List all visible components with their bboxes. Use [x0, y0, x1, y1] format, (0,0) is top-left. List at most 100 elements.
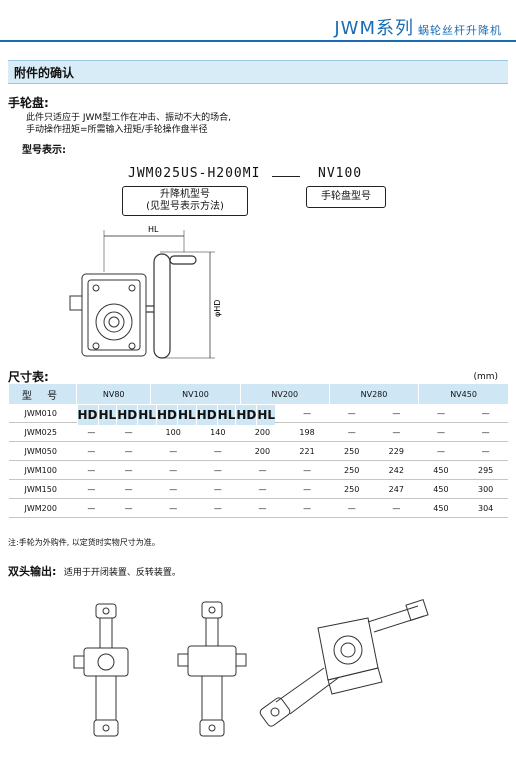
handwheel-heading: 手轮盘: [8, 96, 49, 110]
table-cell: — [463, 422, 508, 442]
model-code-right: NV100 [318, 166, 363, 181]
table-cell: — [195, 460, 241, 480]
table-cell: — [284, 460, 330, 480]
table-cell: — [106, 422, 151, 442]
table-cell: 242 [374, 460, 419, 480]
section-band-title: 附件的确认 [14, 66, 75, 80]
table-cell-model: JWM100 [8, 460, 77, 480]
table-cell: 229 [374, 441, 419, 461]
dim-hd-label: φHD [213, 300, 222, 317]
table-cell: 450 [418, 498, 464, 518]
table-cell: — [418, 404, 464, 423]
table-cell-model: JWM200 [8, 498, 77, 518]
table-cell: 250 [329, 460, 374, 480]
model-box-right: 手轮盘型号 [306, 186, 386, 208]
double-output-drawing-front [73, 603, 129, 737]
table-subheader: HD [76, 404, 99, 425]
table-cell: 450 [418, 479, 464, 499]
table-cell: 200 [240, 441, 285, 461]
table-cell: 304 [463, 498, 508, 518]
table-cell: — [240, 498, 285, 518]
table-subheader: HD [235, 404, 257, 425]
table-cell: — [418, 441, 464, 461]
table-subheader: HD [195, 404, 218, 425]
table-cell: 295 [463, 460, 508, 480]
table-cell: — [463, 441, 508, 461]
table-cell: — [106, 498, 151, 518]
table-cell: — [329, 404, 374, 423]
table-header-group: NV280 [328, 384, 419, 404]
table-cell: 300 [463, 479, 508, 499]
table-header-group: NV100 [150, 384, 241, 404]
table-cell: 250 [329, 479, 374, 499]
double-output-drawing-iso [259, 598, 429, 727]
table-header-sub: HD HL HD HL HD HL HD HL HD HL [76, 404, 276, 425]
header-rule [0, 40, 516, 42]
model-box-left-line2: (见型号表示方法) [146, 201, 224, 212]
table-cell: 100 [150, 422, 196, 442]
table-cell: — [150, 460, 196, 480]
table-cell-model: JWM010 [8, 404, 77, 423]
double-output-line: 双头输出: 适用于开闭装置、反转装置。 [8, 563, 181, 579]
table-cell: — [240, 460, 285, 480]
dimensions-heading: 尺寸表: [8, 370, 49, 384]
dimension-table: 型 号 NV80 NV100 NV200 NV280 NV450 HD HL H… [8, 384, 508, 518]
model-code-left: JWM025US-H200MI [128, 166, 261, 181]
table-cell: — [150, 479, 196, 499]
table-cell: — [463, 404, 508, 423]
table-header-group: NV80 [75, 384, 151, 404]
table-cell: — [76, 460, 107, 480]
double-output-heading: 双头输出: [8, 565, 57, 578]
table-cell: — [106, 479, 151, 499]
dim-hd: φHD [160, 251, 222, 359]
table-cell: — [106, 441, 151, 461]
table-header-group: NV450 [418, 384, 508, 404]
table-cell: — [76, 498, 107, 518]
table-cell: 140 [195, 422, 241, 442]
table-note: 注:手轮为外购件, 以定货时实物尺寸为准。 [8, 538, 160, 547]
table-subheader: HL [176, 404, 197, 425]
table-cell: — [195, 498, 241, 518]
table-header-groups: 型 号 NV80 NV100 NV200 NV280 NV450 [8, 384, 508, 404]
table-cell: — [76, 441, 107, 461]
double-output-text: 适用于开闭装置、反转装置。 [63, 568, 181, 578]
header-subtitle: 蜗轮丝杆升降机 [418, 24, 502, 37]
table-cell: — [329, 422, 374, 442]
dim-hl-label: HL [148, 225, 159, 234]
table-cell: — [76, 479, 107, 499]
table-cell: — [106, 460, 151, 480]
table-subheader: HL [216, 404, 236, 425]
gearbox-body [69, 273, 147, 357]
table-cell: — [76, 422, 107, 442]
table-cell: — [195, 479, 241, 499]
table-cell: 247 [374, 479, 419, 499]
header-title: JWM系列蜗轮丝杆升降机 [334, 18, 502, 39]
table-cell: — [329, 498, 374, 518]
handwheel-para-2: 手动操作扭矩=所需输入扭矩/手轮操作盘半径 [26, 125, 208, 135]
table-cell: 250 [329, 441, 374, 461]
dimensions-unit: (mm) [473, 372, 498, 382]
table-cell: — [374, 498, 419, 518]
handwheel-para-1: 此件只适应于 JWM型工作在冲击、振动不大的场合, [26, 113, 232, 123]
table-cell: — [240, 479, 285, 499]
section-band: 附件的确认 [8, 60, 508, 84]
table-subheader: HL [137, 404, 157, 425]
table-cell: — [150, 498, 196, 518]
table-header-model: 型 号 [8, 384, 77, 404]
table-subheader: HD [155, 404, 178, 425]
table-cell: 450 [418, 460, 464, 480]
table-subheader: HL [97, 404, 117, 425]
dim-hl: HL [103, 225, 185, 272]
model-dash [272, 176, 300, 177]
table-cell: — [374, 422, 419, 442]
handwheel-rim [146, 253, 197, 359]
table-cell: — [284, 498, 330, 518]
table-cell: — [150, 441, 196, 461]
model-box-left-line1: 升降机型号 [160, 189, 210, 200]
table-cell: 221 [284, 441, 330, 461]
table-cell-model: JWM050 [8, 441, 77, 461]
